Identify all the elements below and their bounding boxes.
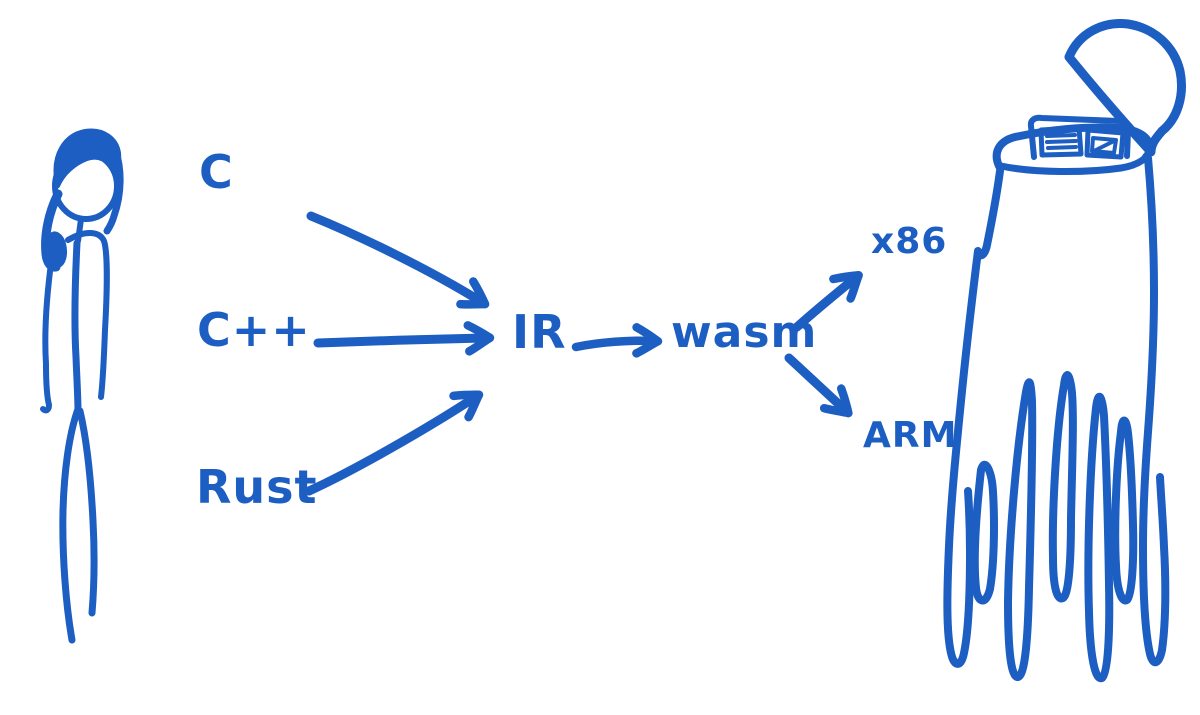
label-cpp: C++	[197, 303, 311, 357]
trash-strip	[1048, 371, 1077, 603]
trash-lid	[1064, 19, 1186, 157]
label-c: C	[199, 145, 234, 199]
trash-strip	[1111, 416, 1138, 605]
trash-can-icon	[943, 19, 1186, 683]
trash-left-edge	[943, 167, 1004, 668]
arrow-ir-to-wasm	[571, 323, 663, 358]
person-hair-right	[103, 145, 124, 235]
person-left-arm	[40, 253, 55, 414]
trash-paper-news	[1084, 127, 1126, 160]
person-right-arm	[65, 230, 110, 400]
trash-strip	[1084, 392, 1114, 683]
arrow-wasm-to-arm	[784, 353, 853, 418]
person-neck	[75, 216, 84, 244]
arrow-c-to-ir	[306, 211, 490, 309]
person-torso	[71, 239, 82, 415]
label-x86: x86	[871, 221, 948, 262]
arrow-rust-to-ir	[304, 390, 484, 496]
person-right-leg	[76, 407, 98, 617]
arrow-cpp-to-ir	[313, 321, 495, 356]
trash-rim-front	[997, 152, 1151, 176]
person-figure-icon	[40, 128, 124, 644]
trash-right-edge	[1139, 154, 1170, 667]
trash-strip	[970, 460, 998, 605]
label-wasm: wasm	[671, 307, 818, 358]
label-rust: Rust	[196, 460, 318, 514]
trash-strip	[1004, 378, 1037, 681]
label-arm: ARM	[863, 415, 958, 456]
person-face	[52, 150, 120, 222]
trash-paper-lines	[1045, 133, 1078, 150]
label-ir: IR	[512, 305, 567, 359]
person-left-leg	[59, 405, 82, 644]
arrow-wasm-to-x86	[792, 270, 863, 332]
trash-paper-news-detail	[1090, 136, 1118, 155]
arrows	[304, 211, 863, 496]
